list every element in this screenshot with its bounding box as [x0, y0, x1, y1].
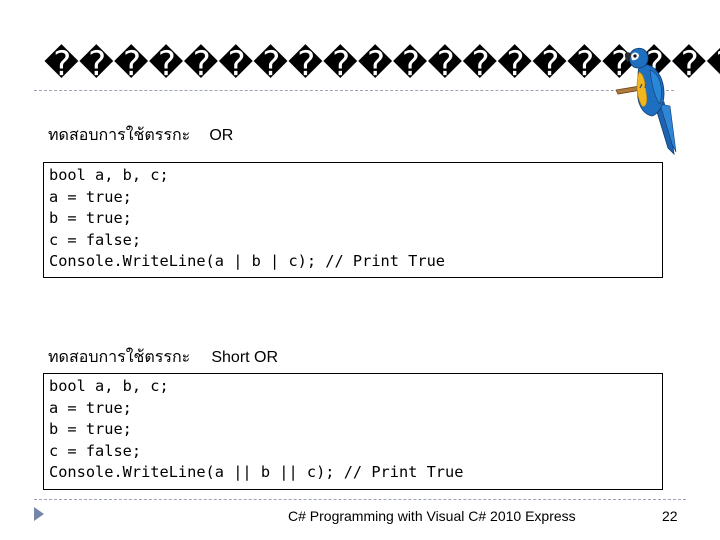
- code-line: b = true;: [49, 209, 132, 227]
- code-line: a = true;: [49, 187, 132, 206]
- code-line: b = true;: [49, 420, 132, 438]
- code-line: c = false;: [49, 441, 142, 460]
- footer-text: C# Programming with Visual C# 2010 Expre…: [288, 508, 576, 524]
- code-line: bool a, b, c;: [49, 166, 169, 184]
- slide-title: ������������������������: [44, 44, 720, 84]
- triangle-bullet-icon: [34, 507, 44, 521]
- code-line: bool a, b, c;: [49, 377, 169, 395]
- section-label-operator: Short OR: [211, 349, 279, 366]
- code-line: c = false;: [49, 230, 142, 249]
- code-line: a = true;: [49, 398, 132, 417]
- section-label-thai: ทดสอบการใช้ตรรกะ: [48, 347, 191, 366]
- code-line: Console.WriteLine(a || b || c); // Print…: [49, 463, 464, 481]
- section-label-or: ทดสอบการใช้ตรรกะ OR: [48, 123, 233, 148]
- page-number: 22: [662, 508, 678, 524]
- section-label-short-or: ทดสอบการใช้ตรรกะ Short OR: [48, 345, 278, 370]
- section-label-thai: ทดสอบการใช้ตรรกะ: [48, 125, 191, 144]
- code-block-or: bool a, b, c; a = true; b = true; c = fa…: [43, 162, 663, 278]
- parrot-illustration: [615, 47, 677, 156]
- title-divider: [34, 90, 674, 91]
- footer-divider: [34, 499, 686, 500]
- code-block-short-or: bool a, b, c; a = true; b = true; c = fa…: [43, 373, 663, 490]
- code-line: Console.WriteLine(a | b | c); // Print T…: [49, 252, 446, 270]
- section-label-operator: OR: [209, 127, 234, 144]
